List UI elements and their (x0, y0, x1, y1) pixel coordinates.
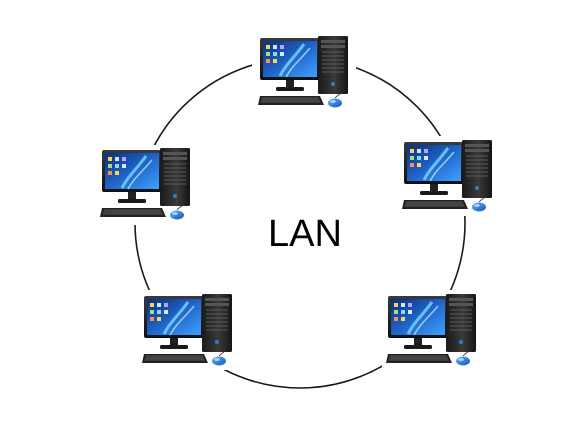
lan-label: LAN (268, 213, 342, 255)
